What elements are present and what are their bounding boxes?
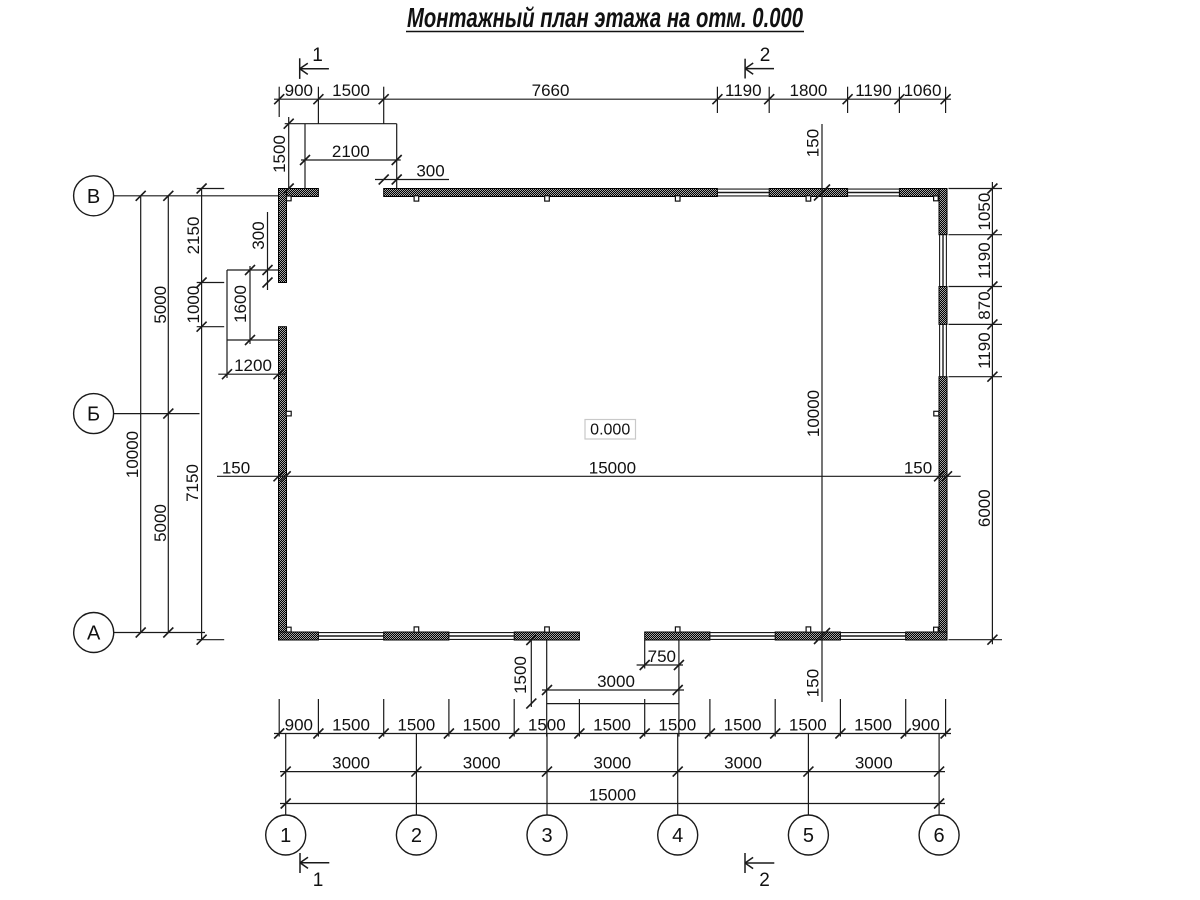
svg-text:7660: 7660 xyxy=(532,81,570,100)
svg-text:15000: 15000 xyxy=(589,786,636,805)
svg-text:5000: 5000 xyxy=(151,504,170,542)
svg-text:1060: 1060 xyxy=(904,81,942,100)
svg-text:1000: 1000 xyxy=(184,286,203,324)
svg-text:150: 150 xyxy=(803,669,822,697)
svg-text:Б: Б xyxy=(87,404,100,426)
svg-text:2150: 2150 xyxy=(184,217,203,255)
svg-text:В: В xyxy=(87,186,100,208)
svg-text:1500: 1500 xyxy=(511,656,530,694)
svg-text:1500: 1500 xyxy=(528,716,566,735)
svg-text:10000: 10000 xyxy=(804,390,823,437)
svg-text:900: 900 xyxy=(911,716,939,735)
svg-text:1600: 1600 xyxy=(231,285,250,323)
svg-text:1: 1 xyxy=(280,825,291,847)
svg-text:А: А xyxy=(87,623,101,645)
svg-text:750: 750 xyxy=(648,647,676,666)
svg-text:1500: 1500 xyxy=(854,716,892,735)
svg-text:5000: 5000 xyxy=(151,286,170,324)
svg-text:1190: 1190 xyxy=(725,81,762,100)
svg-text:1500: 1500 xyxy=(789,716,827,735)
svg-text:1500: 1500 xyxy=(332,81,370,100)
svg-text:10000: 10000 xyxy=(123,431,142,478)
svg-text:1050: 1050 xyxy=(975,193,994,231)
svg-text:2: 2 xyxy=(411,825,422,847)
svg-text:150: 150 xyxy=(803,129,822,157)
svg-text:300: 300 xyxy=(249,221,268,249)
svg-text:5: 5 xyxy=(803,825,814,847)
svg-text:1500: 1500 xyxy=(397,716,435,735)
svg-text:7150: 7150 xyxy=(183,464,202,502)
svg-text:1500: 1500 xyxy=(332,716,370,735)
svg-text:3: 3 xyxy=(541,825,552,847)
svg-text:2100: 2100 xyxy=(332,142,370,161)
svg-text:1500: 1500 xyxy=(593,716,631,735)
svg-text:2: 2 xyxy=(759,870,770,891)
svg-text:3000: 3000 xyxy=(724,754,762,773)
svg-text:300: 300 xyxy=(416,162,444,181)
svg-text:870: 870 xyxy=(975,291,994,319)
svg-text:3000: 3000 xyxy=(855,754,893,773)
svg-text:900: 900 xyxy=(285,716,313,735)
svg-text:1190: 1190 xyxy=(975,332,994,369)
svg-text:150: 150 xyxy=(222,458,250,477)
svg-text:1190: 1190 xyxy=(855,81,892,100)
svg-text:3000: 3000 xyxy=(332,754,370,773)
svg-text:1200: 1200 xyxy=(234,356,272,375)
svg-text:1500: 1500 xyxy=(724,716,762,735)
svg-text:3000: 3000 xyxy=(597,672,635,691)
svg-text:1500: 1500 xyxy=(270,135,289,173)
svg-text:0.000: 0.000 xyxy=(590,421,630,438)
svg-text:150: 150 xyxy=(904,458,932,477)
svg-text:3000: 3000 xyxy=(463,754,501,773)
svg-text:900: 900 xyxy=(285,81,313,100)
svg-text:1500: 1500 xyxy=(463,716,501,735)
svg-text:1: 1 xyxy=(313,870,324,891)
svg-text:Монтажный план этажа на отм. 0: Монтажный план этажа на отм. 0.000 xyxy=(407,2,803,33)
svg-text:6: 6 xyxy=(934,825,945,847)
svg-text:1800: 1800 xyxy=(789,81,827,100)
svg-text:15000: 15000 xyxy=(589,458,636,477)
svg-text:6000: 6000 xyxy=(975,489,994,527)
svg-text:2: 2 xyxy=(760,45,771,66)
svg-text:1500: 1500 xyxy=(658,716,696,735)
svg-text:4: 4 xyxy=(672,825,683,847)
svg-text:1190: 1190 xyxy=(975,242,994,279)
svg-text:3000: 3000 xyxy=(593,754,631,773)
svg-text:1: 1 xyxy=(312,45,323,66)
